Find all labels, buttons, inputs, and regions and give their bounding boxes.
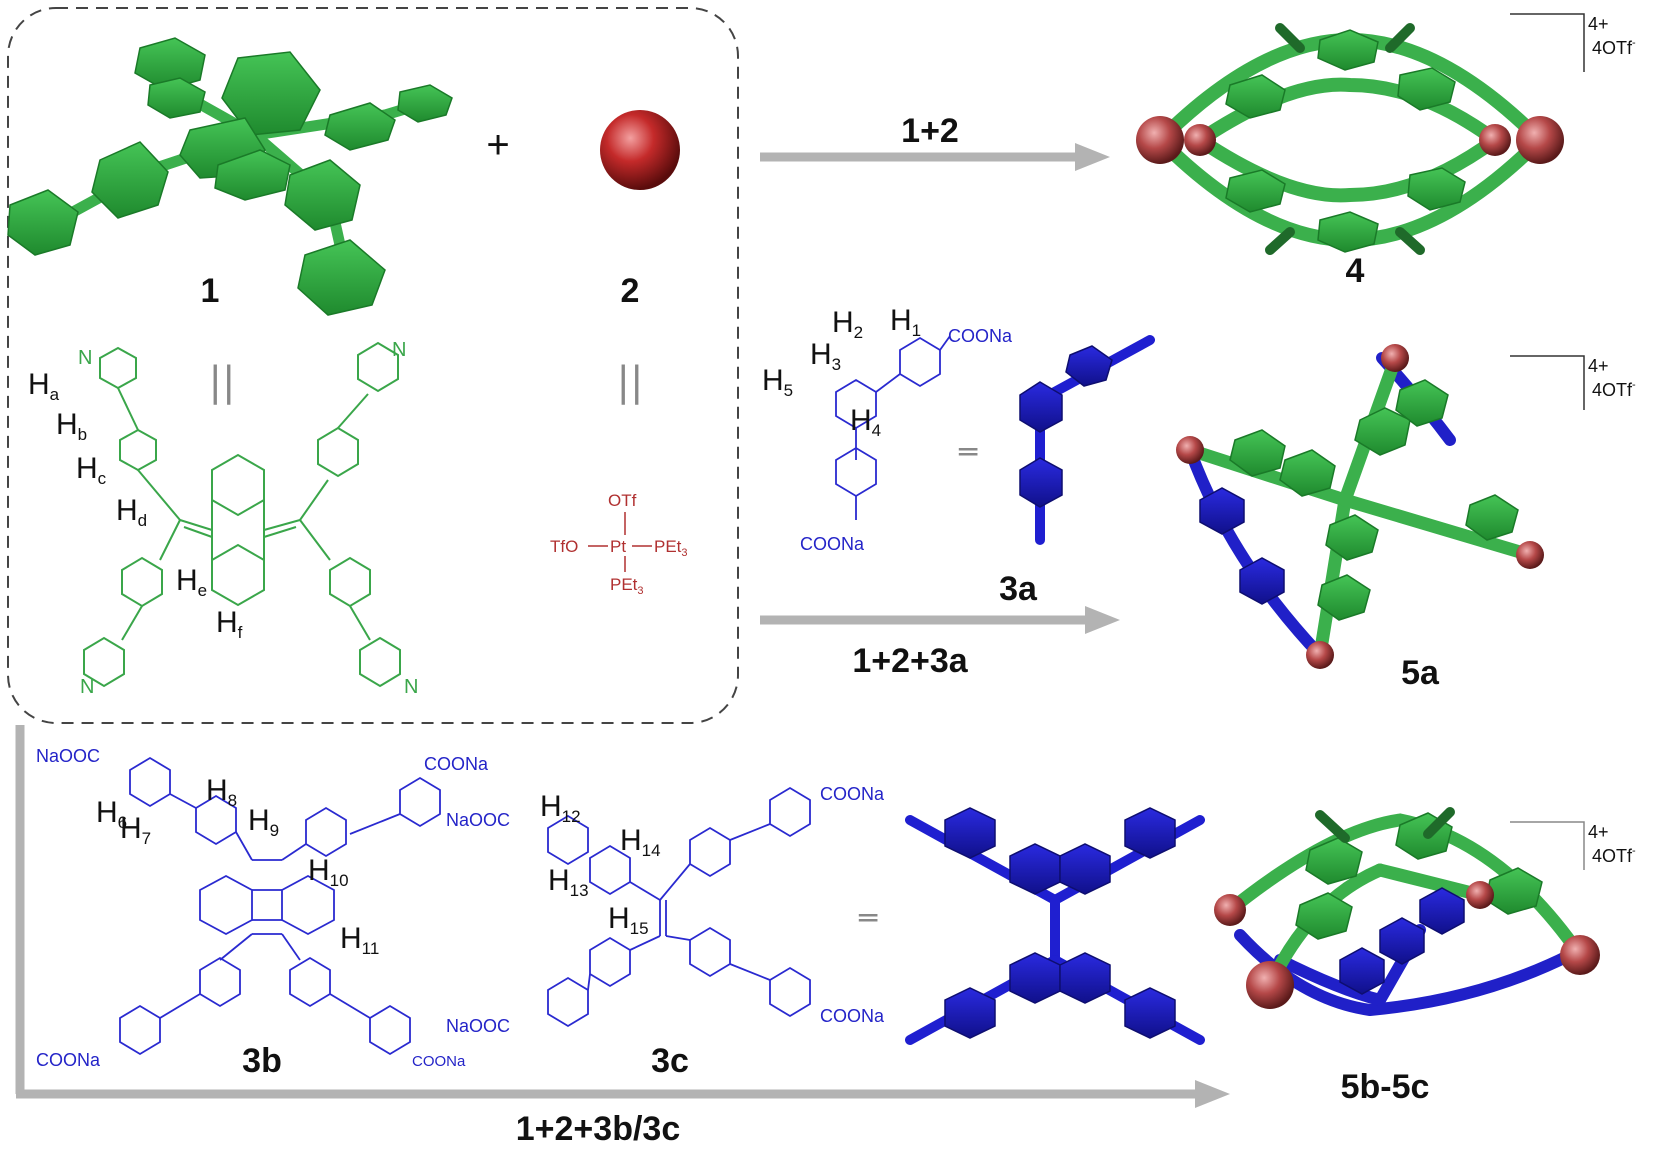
- equiv-3c: ═: [858, 901, 878, 936]
- ligand-3c-structure: [547, 786, 811, 1028]
- n-bottom-right: N: [404, 676, 418, 698]
- h-9: H9: [248, 804, 279, 840]
- h-1: H1: [890, 304, 921, 340]
- cage-5a-model: [1176, 344, 1544, 669]
- h-3: H3: [810, 338, 841, 374]
- svg-text:4OTf-: 4OTf-: [1592, 379, 1636, 400]
- arrow-3: [15, 725, 1230, 1108]
- n-top-left: N: [78, 347, 92, 369]
- tfo-label: TfO: [550, 537, 578, 556]
- equiv-2: ||: [617, 359, 644, 405]
- pt-label: Pt: [610, 537, 626, 556]
- ligand-3b-labels: NaOOC COONa COONa COONa H8 H6 H7 H9 H10 …: [36, 746, 489, 1070]
- h-c: Hc: [76, 452, 107, 488]
- compound-2-label: 2: [621, 272, 640, 310]
- compound-3c-label: 3c: [651, 1042, 689, 1080]
- h-e: He: [176, 564, 207, 600]
- coona-3c-tr: COONa: [820, 784, 885, 804]
- h-11: H11: [340, 922, 379, 958]
- arrow-2: [760, 606, 1120, 634]
- compound-5b-5c-label: 5b-5c: [1341, 1068, 1430, 1106]
- n-top-right: N: [392, 339, 406, 361]
- h-d: Hd: [116, 494, 147, 530]
- svg-text:4OTf-: 4OTf-: [1592, 37, 1636, 58]
- reactant-box: [7, 7, 739, 724]
- ligand-3b-structure: [119, 756, 441, 1056]
- ligand-1-labels: N N N N Ha Hb Hc Hd He Hf: [28, 339, 418, 698]
- charge-bracket-1: 4+ 4OTf-: [1510, 13, 1636, 72]
- reaction-2-label: 1+2+3a: [852, 642, 968, 680]
- compound-4-label: 4: [1346, 252, 1365, 290]
- compound-5a-label: 5a: [1401, 654, 1440, 692]
- cage-4-model: [1136, 23, 1564, 255]
- coona-3c-br: COONa: [820, 1006, 885, 1026]
- svg-text:4OTf-: 4OTf-: [1592, 845, 1636, 866]
- h-4: H4: [850, 404, 881, 440]
- coona-3b-br: COONa: [412, 1053, 466, 1070]
- pt-structure: OTf TfO Pt PEt3 PEt3: [550, 491, 688, 597]
- naooc-3c-tl: NaOOC: [446, 810, 510, 830]
- ligand-1-structure: [83, 341, 401, 688]
- ligand-3c-3d-model: [905, 807, 1205, 1045]
- h-7: H7: [120, 812, 151, 848]
- pet3-bottom: PEt3: [610, 575, 644, 597]
- coona-3a-top: COONa: [948, 326, 1013, 346]
- equiv-1: ||: [209, 359, 236, 405]
- svg-text:4+: 4+: [1588, 356, 1609, 376]
- platinum-ball-2: [600, 110, 680, 190]
- ligand-3a-labels: COONa COONa H2 H1 H3 H5 H4: [762, 304, 1013, 554]
- ligand-3a-structure: [835, 335, 951, 520]
- compound-3a-label: 3a: [999, 570, 1038, 608]
- compound-3b-label: 3b: [242, 1042, 282, 1080]
- n-bottom-left: N: [80, 676, 94, 698]
- h-15: H15: [608, 902, 649, 938]
- coona-3a-bottom: COONa: [800, 534, 865, 554]
- h-2: H2: [832, 306, 863, 342]
- equiv-3a: ═: [958, 435, 978, 470]
- h-14: H14: [620, 824, 661, 860]
- arrow-1: [760, 143, 1110, 171]
- otf-label: OTf: [608, 491, 637, 510]
- h-a: Ha: [28, 368, 60, 404]
- h-b: Hb: [56, 408, 87, 444]
- ligand-1-3d-model: [7, 37, 453, 316]
- ligand-3c-labels: NaOOC COONa NaOOC COONa H12 H14 H13 H15: [446, 784, 885, 1036]
- coona-3b-tr: COONa: [424, 754, 489, 774]
- plus-sign: +: [486, 123, 509, 167]
- charge-bracket-3: 4+ 4OTf-: [1510, 821, 1636, 870]
- naooc-3b-tl: NaOOC: [36, 746, 100, 766]
- reaction-3-label: 1+2+3b/3c: [516, 1110, 680, 1148]
- h-8: H8: [206, 774, 237, 810]
- ligand-3a-3d-model: [1019, 335, 1155, 545]
- svg-text:4+: 4+: [1588, 14, 1609, 34]
- compound-1-label: 1: [201, 272, 220, 310]
- h-5: H5: [762, 364, 793, 400]
- reaction-1-label: 1+2: [901, 112, 959, 150]
- charge-bracket-2: 4+ 4OTf-: [1510, 355, 1636, 410]
- cage-5b-5c-model: [1214, 807, 1600, 1017]
- h-f: Hf: [216, 606, 243, 642]
- h-13: H13: [548, 864, 589, 900]
- h-12: H12: [540, 790, 581, 826]
- coona-3b-bl: COONa: [36, 1050, 101, 1070]
- naooc-3c-bl: NaOOC: [446, 1016, 510, 1036]
- h-10: H10: [308, 854, 349, 890]
- pet3-right: PEt3: [654, 537, 688, 559]
- svg-text:4+: 4+: [1588, 822, 1609, 842]
